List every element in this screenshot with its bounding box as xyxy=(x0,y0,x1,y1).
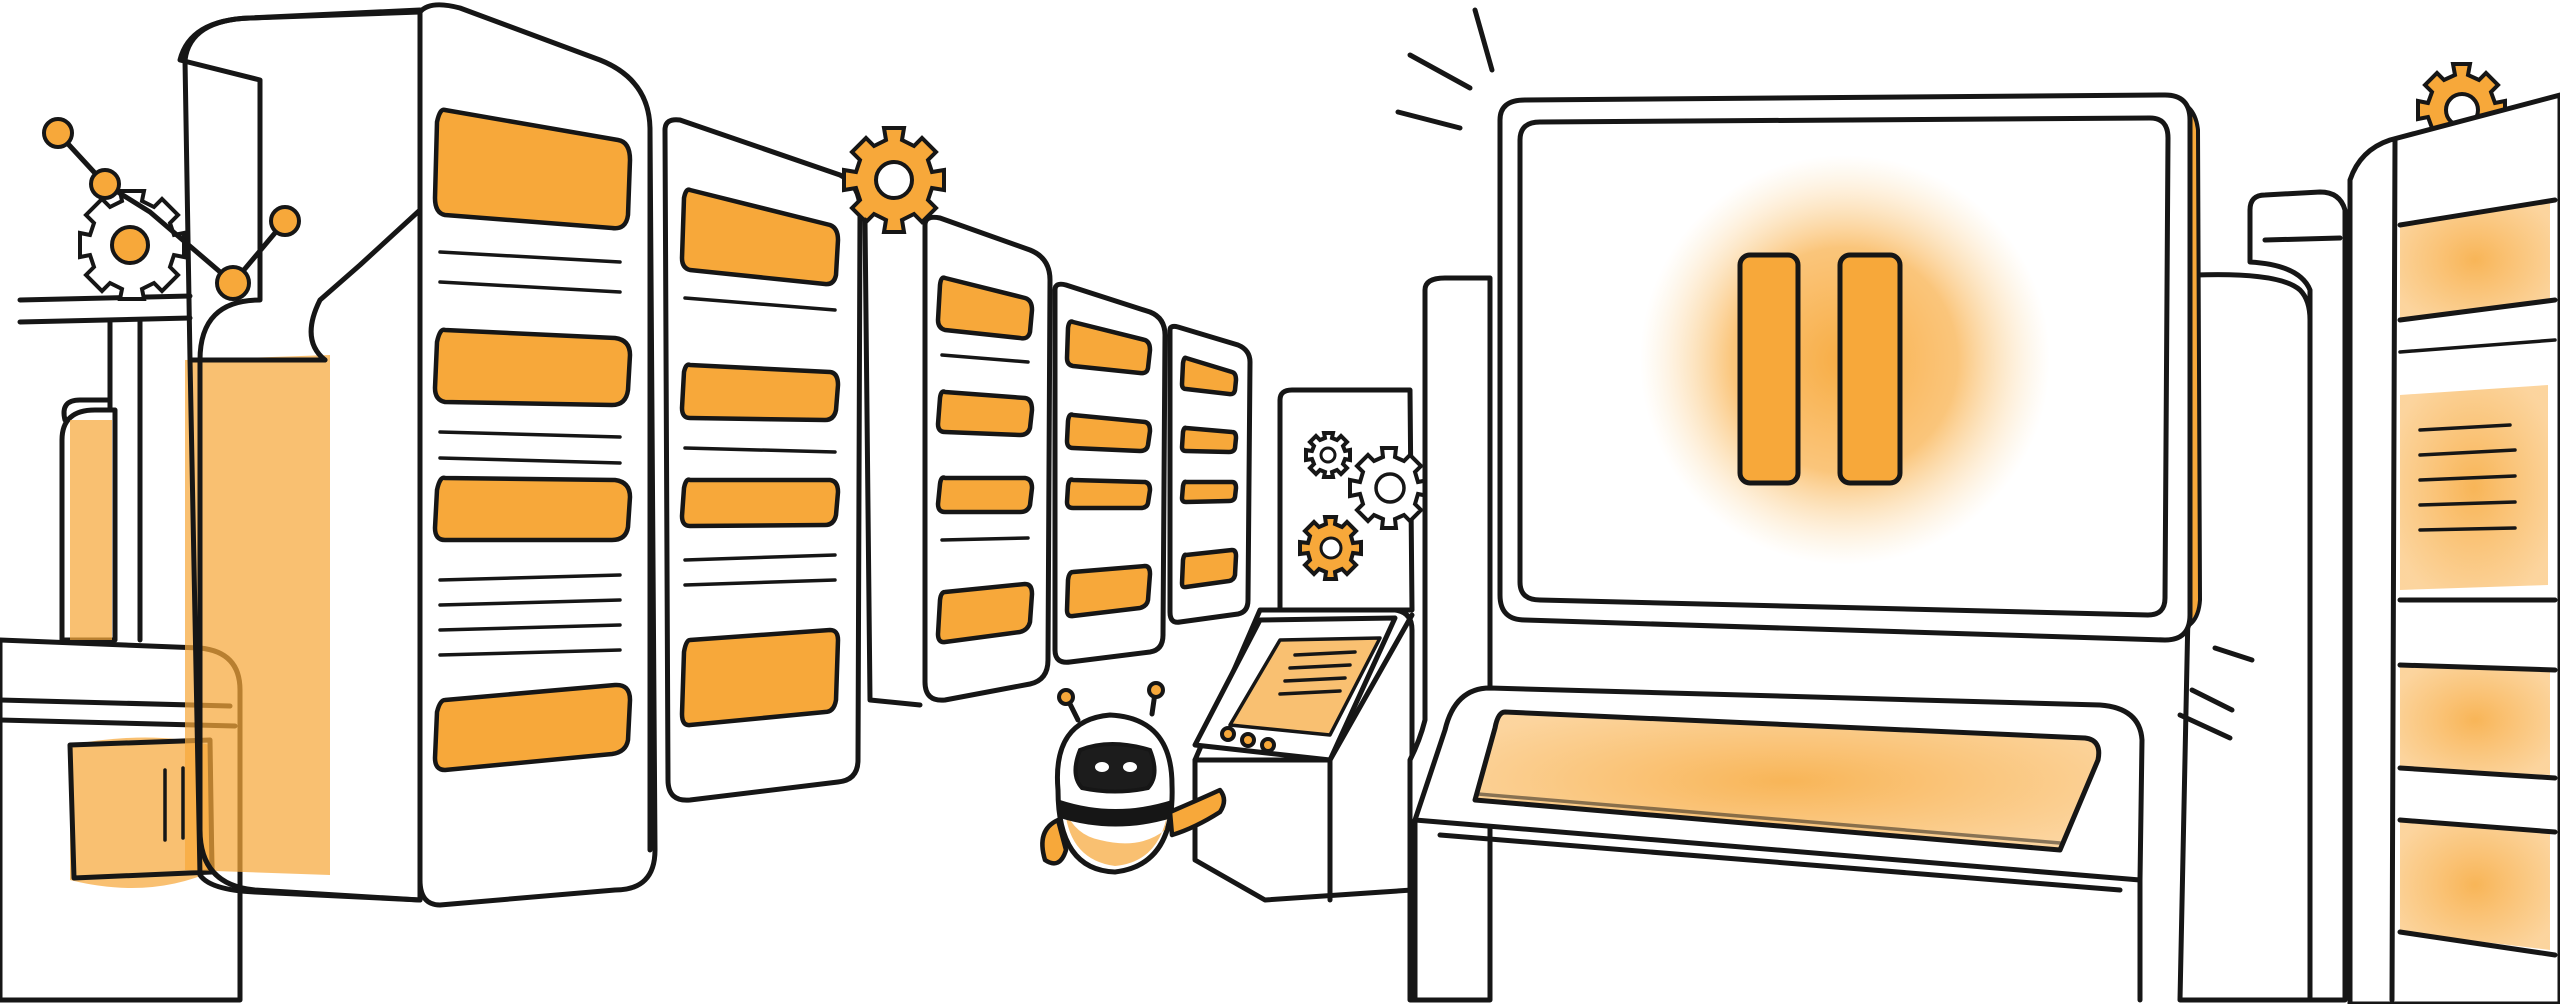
server-rack-icon xyxy=(862,214,1053,708)
line-chart-icon xyxy=(42,117,301,301)
keyboard-icon xyxy=(1472,709,2102,853)
pause-icon xyxy=(1737,252,1903,486)
server-rack-icon xyxy=(2247,92,2560,1004)
server-rack-icon xyxy=(1052,281,1168,665)
server-rack-icon xyxy=(647,117,863,853)
kiosk-terminal-icon xyxy=(1192,387,1430,903)
gear-icon xyxy=(1298,515,1363,581)
robot-icon xyxy=(1040,681,1227,875)
foreground-cabinet-left xyxy=(0,637,243,1003)
gear-icon xyxy=(842,126,946,234)
server-rack-icon xyxy=(1167,323,1253,625)
server-rack-icon xyxy=(177,2,658,908)
gear-icon xyxy=(1304,431,1352,479)
back-unit-left xyxy=(59,407,118,643)
attention-marks xyxy=(1395,7,2255,741)
gear-icon xyxy=(1348,446,1430,530)
gear-icon xyxy=(78,189,186,301)
